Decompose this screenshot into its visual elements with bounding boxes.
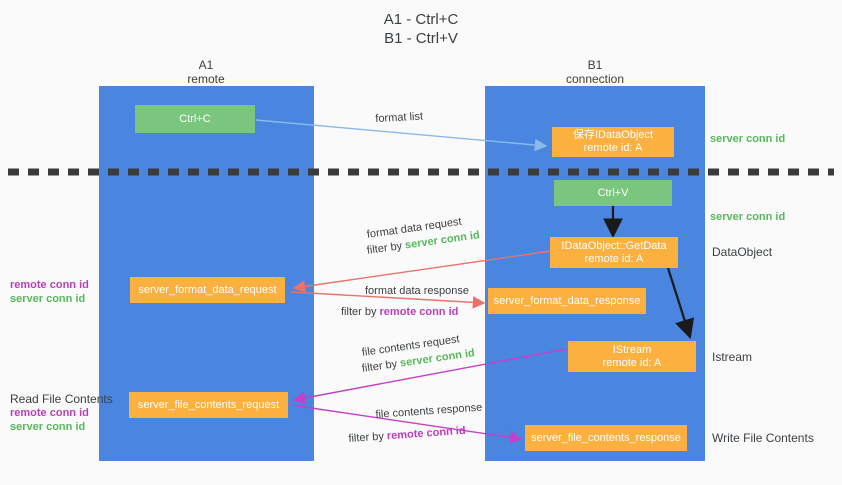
edge-label-format-list: format list xyxy=(375,110,424,125)
edge-label-format-data-response-filter: filter by remote conn id xyxy=(341,305,458,319)
node-idataobject-getdata-line2: remote id: A xyxy=(584,252,644,265)
node-istream-line2: remote id: A xyxy=(602,356,662,369)
node-server-format-data-request-line1: server_format_data_request xyxy=(138,283,277,296)
node-server-format-data-response-line1: server_format_data_response xyxy=(493,294,641,307)
filter-prefix-3: filter by xyxy=(361,357,401,375)
column-a1-sub: remote xyxy=(187,72,225,86)
annotation-file-server-conn-id: server conn id xyxy=(10,421,86,433)
node-ctrl-v[interactable]: Ctrl+V xyxy=(554,180,672,206)
node-server-format-data-response[interactable]: server_format_data_response xyxy=(488,288,646,314)
node-server-format-data-request[interactable]: server_format_data_request xyxy=(130,277,285,303)
column-a1-name: A1 xyxy=(198,58,214,72)
node-ctrl-c[interactable]: Ctrl+C xyxy=(135,105,255,133)
column-b1-name: B1 xyxy=(587,58,603,72)
edge-label-file-contents-response: file contents response xyxy=(375,401,483,421)
node-server-file-contents-response[interactable]: server_file_contents_response xyxy=(525,425,687,451)
node-save-idataobject[interactable]: 保存IDataObject remote id: A xyxy=(552,127,674,157)
node-save-idataobject-line1: 保存IDataObject xyxy=(572,129,654,141)
filter-prefix-1: filter by xyxy=(366,239,406,257)
annotation-format-remote-conn-id: remote conn id xyxy=(10,279,89,291)
annotation-format-server-conn-id: server conn id xyxy=(10,293,86,305)
annotation-server-conn-id-top: server conn id xyxy=(710,133,786,145)
title-line-1: A1 - Ctrl+C xyxy=(383,11,459,28)
filter-prefix-4: filter by xyxy=(348,430,388,445)
annotation-file-conn-group: Read File Contents remote conn id server… xyxy=(10,392,113,434)
node-server-file-contents-response-line1: server_file_contents_response xyxy=(531,431,681,444)
node-server-file-contents-request[interactable]: server_file_contents_request xyxy=(129,392,288,418)
node-idataobject-getdata[interactable]: IDataObject::GetData remote id: A xyxy=(550,237,678,268)
node-istream-line1: IStream xyxy=(612,343,652,356)
annotation-file-remote-conn-id: remote conn id xyxy=(10,407,89,419)
column-header-a1: A1 remote xyxy=(126,58,286,86)
edge-label-file-contents-response-filter: filter by remote conn id xyxy=(348,424,466,446)
diagram-title: A1 - Ctrl+C B1 - Ctrl+V xyxy=(0,10,842,48)
annotation-format-conn-group: remote conn id server conn id xyxy=(10,278,89,306)
filter-prefix-2: filter by xyxy=(341,306,380,318)
column-header-b1: B1 connection xyxy=(515,58,675,86)
annotation-dataobject: DataObject xyxy=(712,245,773,259)
annotation-write-file-contents: Write File Contents xyxy=(712,431,814,445)
node-istream[interactable]: IStream remote id: A xyxy=(568,341,696,372)
filter-value-remote-conn-id-1: remote conn id xyxy=(379,306,459,318)
node-idataobject-getdata-line1: IDataObject::GetData xyxy=(561,239,667,252)
node-ctrl-v-line1: Ctrl+V xyxy=(597,186,629,199)
filter-value-remote-conn-id-2: remote conn id xyxy=(386,424,466,443)
annotation-read-file-contents: Read File Contents xyxy=(10,392,113,406)
node-server-file-contents-request-line1: server_file_contents_request xyxy=(137,398,280,411)
title-line-2: B1 - Ctrl+V xyxy=(384,30,458,47)
node-save-idataobject-line2: remote id: A xyxy=(583,142,643,154)
annotation-istream: Istream xyxy=(712,350,753,364)
node-ctrl-c-line1: Ctrl+C xyxy=(179,112,211,125)
edge-label-format-data-response: format data response xyxy=(365,285,469,297)
column-b1-sub: connection xyxy=(565,72,625,86)
annotation-server-conn-id-mid: server conn id xyxy=(710,211,786,223)
